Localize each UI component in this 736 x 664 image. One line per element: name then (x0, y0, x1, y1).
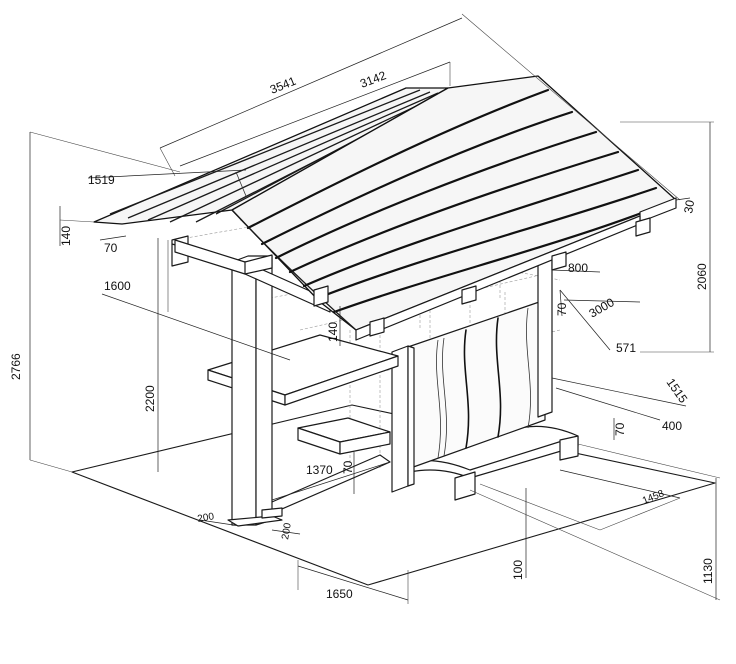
dim-70-right: 70 (555, 302, 569, 316)
dim-100: 100 (511, 560, 525, 580)
dim-3541: 3541 (268, 74, 298, 97)
dim-800: 800 (568, 261, 588, 275)
dim-2060: 2060 (695, 263, 709, 290)
dim-1519: 1519 (88, 173, 115, 187)
roof-beam (174, 239, 331, 313)
dim-200-right: 200 (280, 522, 294, 541)
dimension-lines (29, 13, 721, 604)
dim-30: 30 (681, 199, 697, 215)
dim-70-lower-right: 70 (613, 422, 627, 436)
dim-140-left: 140 (59, 226, 73, 246)
dim-200-left: 200 (197, 511, 216, 525)
dim-140-mid: 140 (326, 322, 340, 342)
dim-2766: 2766 (9, 353, 23, 380)
rafter-ends (313, 217, 651, 337)
dim-1650: 1650 (326, 587, 353, 601)
dim-400: 400 (662, 419, 682, 433)
dim-70-mid: 70 (341, 460, 355, 474)
dim-3000: 3000 (587, 295, 617, 321)
middle-post (391, 345, 415, 493)
dim-1515: 1515 (664, 376, 691, 406)
dim-1600: 1600 (104, 279, 131, 293)
dim-571: 571 (616, 341, 636, 355)
dim-2200: 2200 (143, 385, 157, 412)
front-seat (409, 425, 579, 501)
rear-bench (297, 417, 391, 455)
dim-1130: 1130 (701, 558, 715, 584)
dim-70-left: 70 (104, 241, 118, 255)
right-post (537, 252, 553, 418)
center-panel (404, 299, 546, 471)
left-post (231, 255, 273, 526)
roof-main-slope (231, 75, 677, 341)
dim-1370: 1370 (306, 463, 333, 477)
post-foot (227, 507, 283, 527)
